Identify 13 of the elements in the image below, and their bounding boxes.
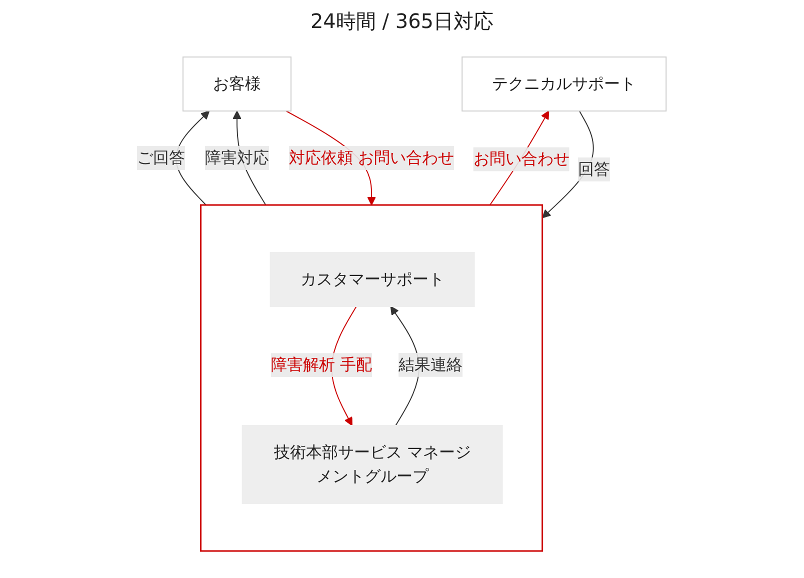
node-box: カスタマーサポート	[270, 252, 476, 307]
edge-label: ご回答	[137, 148, 186, 167]
edge-label: 障害対応	[205, 148, 270, 167]
title: 24時間 / 365日対応	[309, 8, 495, 35]
edge-label: 回答	[578, 159, 610, 178]
edge-label: 対応依頼 お問い合わせ	[289, 148, 455, 167]
node-box: 技術本部サービス マネージメントグループ	[242, 425, 504, 504]
edge-label: 障害解析 手配	[271, 355, 373, 374]
node-box: テクニカルサポート	[462, 56, 668, 112]
edge-label: 結果連絡	[399, 354, 464, 374]
node-box: お客様	[182, 56, 292, 112]
cluster	[200, 204, 544, 552]
edge-label: お問い合わせ	[474, 149, 570, 168]
